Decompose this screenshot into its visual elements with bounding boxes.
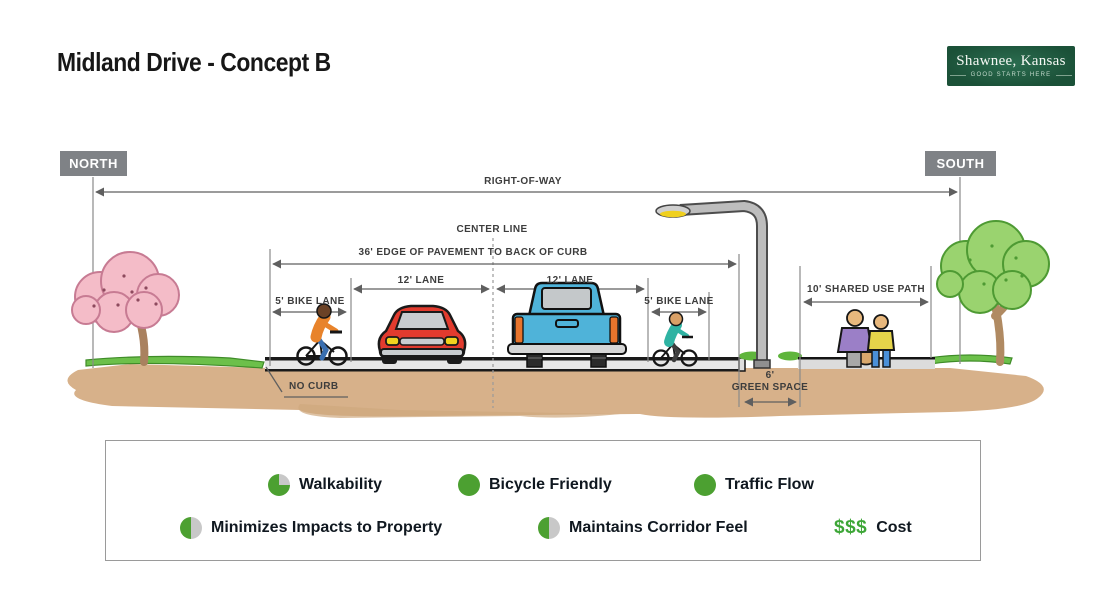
lane-right-label: 12' LANE (546, 275, 594, 286)
right-of-way-label: RIGHT-OF-WAY (484, 176, 562, 187)
green-space-value: 6' (765, 370, 775, 381)
green-space-text: GREEN SPACE (731, 382, 809, 393)
pedestrians-illustration (836, 309, 896, 368)
cost-dollar-icon: $$$ (834, 517, 868, 538)
logo-tagline-row: GOOD STARTS HERE (949, 72, 1073, 78)
shawnee-kansas-logo: Shawnee, Kansas GOOD STARTS HERE (947, 46, 1075, 86)
bike-lane-left-label: 5' BIKE LANE (275, 296, 345, 307)
no-curb-label: NO CURB (289, 381, 339, 392)
legend-item-minimizes-impacts: Minimizes Impacts to Property (180, 517, 442, 539)
maintains-corridor-label: Maintains Corridor Feel (569, 519, 748, 536)
no-curb-leader-line (265, 366, 283, 393)
red-car-illustration (377, 304, 467, 364)
cost-label: Cost (876, 519, 912, 536)
legend-item-cost: $$$ Cost (834, 517, 912, 539)
page-title: Midland Drive - Concept B (57, 47, 331, 77)
traffic-flow-label: Traffic Flow (725, 476, 814, 493)
legend-item-traffic-flow: Traffic Flow (694, 474, 814, 496)
ground-illustration (67, 364, 1044, 418)
legend-item-walkability: Walkability (268, 474, 382, 496)
green-tree-illustration (936, 220, 1050, 366)
right-cyclist-illustration (652, 311, 698, 367)
maintains-corridor-rating-icon (538, 517, 560, 539)
pink-tree-illustration (71, 251, 180, 366)
minimizes-impacts-label: Minimizes Impacts to Property (211, 519, 443, 536)
traffic-flow-rating-icon (694, 474, 716, 496)
walkability-label: Walkability (299, 476, 382, 493)
left-grass-illustration (85, 355, 265, 369)
logo-dash-left (949, 74, 966, 76)
south-badge: SOUTH (925, 151, 996, 176)
street-light-illustration (655, 199, 771, 369)
logo-name: Shawnee, Kansas (956, 53, 1066, 69)
walkability-rating-icon (268, 474, 290, 496)
legend-item-bicycle-friendly: Bicycle Friendly (458, 474, 612, 496)
bicycle-friendly-rating-icon (458, 474, 480, 496)
dimension-arrows (95, 187, 958, 407)
north-badge: NORTH (60, 151, 127, 176)
center-line-label: CENTER LINE (456, 224, 528, 235)
green-space-label: 6' GREEN SPACE (732, 370, 808, 394)
blue-truck-illustration (507, 281, 627, 368)
logo-dash-right (1056, 74, 1073, 76)
legend-box: Walkability Bicycle Friendly Traffic Flo… (105, 440, 981, 561)
left-cyclist-illustration (296, 303, 348, 366)
lane-left-label: 12' LANE (397, 275, 445, 286)
legend-item-maintains-corridor: Maintains Corridor Feel (538, 517, 748, 539)
shared-use-path-label: 10' SHARED USE PATH (807, 284, 925, 295)
bike-lane-right-label: 5' BIKE LANE (644, 296, 714, 307)
logo-tagline: GOOD STARTS HERE (970, 72, 1052, 78)
minimizes-impacts-rating-icon (180, 517, 202, 539)
right-grass-illustration (927, 354, 1013, 365)
bicycle-friendly-label: Bicycle Friendly (489, 476, 612, 493)
edge-of-pavement-label: 36' EDGE OF PAVEMENT TO BACK OF CURB (358, 247, 588, 258)
